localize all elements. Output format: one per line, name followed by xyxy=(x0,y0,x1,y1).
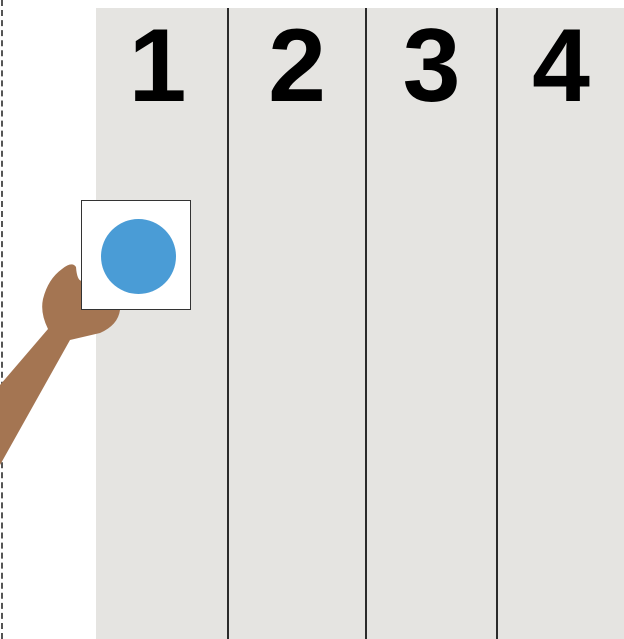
column-2[interactable]: 2 xyxy=(229,8,367,639)
column-2-number: 2 xyxy=(229,14,365,118)
column-3-number: 3 xyxy=(367,14,496,118)
blue-circle-icon xyxy=(101,219,176,294)
column-board: 1 2 3 4 xyxy=(96,8,624,639)
column-4-number: 4 xyxy=(498,14,624,118)
column-1-number: 1 xyxy=(96,14,227,118)
column-3[interactable]: 3 xyxy=(367,8,498,639)
game-card[interactable] xyxy=(81,200,191,310)
column-4[interactable]: 4 xyxy=(498,8,624,639)
